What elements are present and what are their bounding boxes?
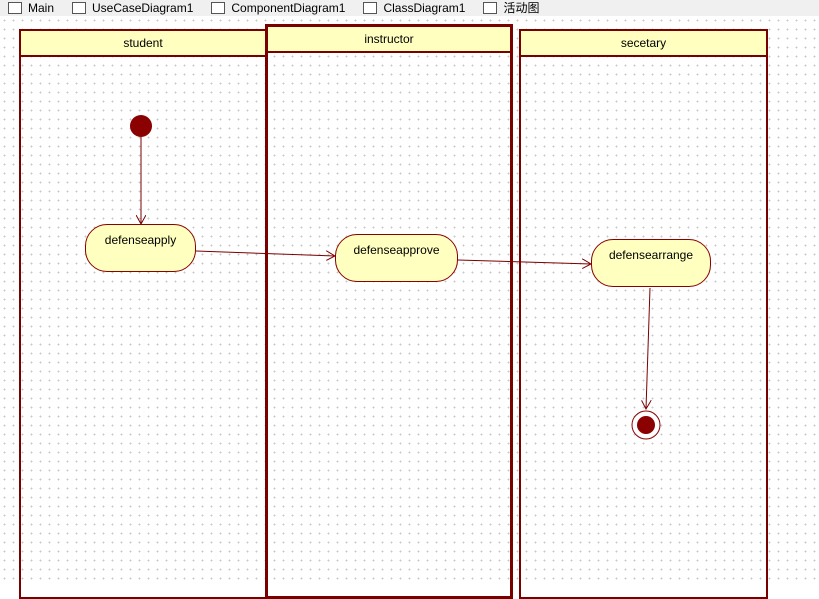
diagram-icon <box>211 2 226 14</box>
tab-label: ComponentDiagram1 <box>231 1 346 15</box>
transitions <box>130 115 661 440</box>
diagram-icon <box>72 2 87 14</box>
activity-defenseapply[interactable]: defenseapply <box>85 224 196 272</box>
swimlane-header: instructor <box>268 27 510 53</box>
swimlane-header: secetary <box>521 31 766 57</box>
diagram-tab-bar: Main UseCaseDiagram1 ComponentDiagram1 C… <box>0 0 819 16</box>
transition-arrange-end[interactable] <box>646 287 650 409</box>
tab-activity[interactable]: 活动图 <box>475 0 540 16</box>
transition-approve-arrange[interactable] <box>457 260 591 264</box>
tab-label: ClassDiagram1 <box>383 1 466 15</box>
initial-node[interactable] <box>130 115 152 137</box>
transition-apply-approve[interactable] <box>195 250 335 256</box>
tab-component[interactable]: ComponentDiagram1 <box>203 0 345 16</box>
tab-label: Main <box>28 1 55 15</box>
activity-defensearrange[interactable]: defensearrange <box>591 239 711 287</box>
tab-label: 活动图 <box>503 1 540 15</box>
diagram-canvas[interactable] <box>0 16 819 586</box>
diagram-icon <box>483 2 498 14</box>
activity-defenseapprove[interactable]: defenseapprove <box>335 234 458 282</box>
final-node-core <box>637 416 655 434</box>
tab-label: UseCaseDiagram1 <box>92 1 194 15</box>
tab-class[interactable]: ClassDiagram1 <box>355 0 465 16</box>
swimlane-header: student <box>21 31 265 57</box>
diagram-icon <box>363 2 378 14</box>
tab-main[interactable]: Main <box>0 0 54 16</box>
tab-usecase[interactable]: UseCaseDiagram1 <box>64 0 193 16</box>
diagram-icon <box>8 2 22 14</box>
